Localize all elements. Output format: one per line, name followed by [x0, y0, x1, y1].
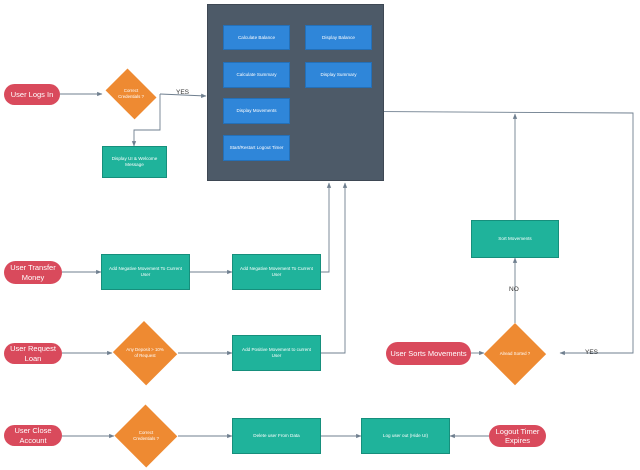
actor-user-logs-in: User Logs In [4, 84, 60, 105]
edge-label-yes-sort: YES [585, 349, 599, 356]
edge-pos-to-panel [321, 182, 348, 354]
process-log-user-out: Log user out (Hide UI) [361, 418, 450, 454]
process-delete-user: Delete user From Data [232, 418, 321, 454]
edge-credentials-to-welcome [131, 94, 161, 147]
process-display-ui-welcome: Display UI & Welcome Message [102, 146, 167, 178]
decision-credentials-login: Correct Credentials ? [102, 72, 160, 116]
display-movements-step: Display Movements [223, 98, 290, 124]
actor-user-sorts-movements: User Sorts Movements [386, 342, 471, 365]
process-negative-movement-current: Add Negative Movement To Current User [101, 254, 190, 290]
decision-deposit-label: Any Deposit > 10% of Request [126, 347, 164, 358]
process-negative-movement-receiver: Add Negative Movement To Current User [232, 254, 321, 290]
actor-logout-timer-expires: Logout Timer Expires [489, 425, 546, 447]
decision-credentials-close-label: Correct Credentials ? [133, 430, 159, 441]
calculate-summary-step: Calculate Summary [223, 62, 290, 88]
decision-deposit: Any Deposit > 10% of Request [112, 322, 178, 384]
edge-neg-to-panel [321, 182, 332, 273]
calculate-balance-step: Calculate Balance [223, 25, 290, 50]
decision-credentials-login-label: Correct Credentials ? [118, 88, 144, 99]
actor-user-request-loan: User Request Loan [4, 343, 62, 364]
actor-user-transfer-money: User Transfer Money [4, 261, 62, 284]
edge-credentials-to-panel [159, 93, 207, 98]
decision-credentials-close: Correct Credentials ? [114, 405, 178, 467]
logout-timer-step: Start/Restart Logout Timer [223, 135, 290, 161]
display-balance-step: Display Balance [305, 25, 372, 50]
edge-label-no-sort: NO [509, 286, 519, 293]
edge-display-movements-to-sort [289, 110, 634, 356]
process-sort-movements: Sort Movements [471, 220, 559, 258]
actor-user-close-account: User Close Account [4, 425, 62, 446]
edge-label-yes-login: YES [176, 89, 190, 96]
display-summary-step: Display Summary [305, 62, 372, 88]
process-positive-movement-current: Add Positive Movement to current User [232, 335, 321, 371]
decision-already-sorted-label: Alread Sorted ? [499, 351, 531, 357]
decision-already-sorted: Alread Sorted ? [484, 323, 546, 385]
